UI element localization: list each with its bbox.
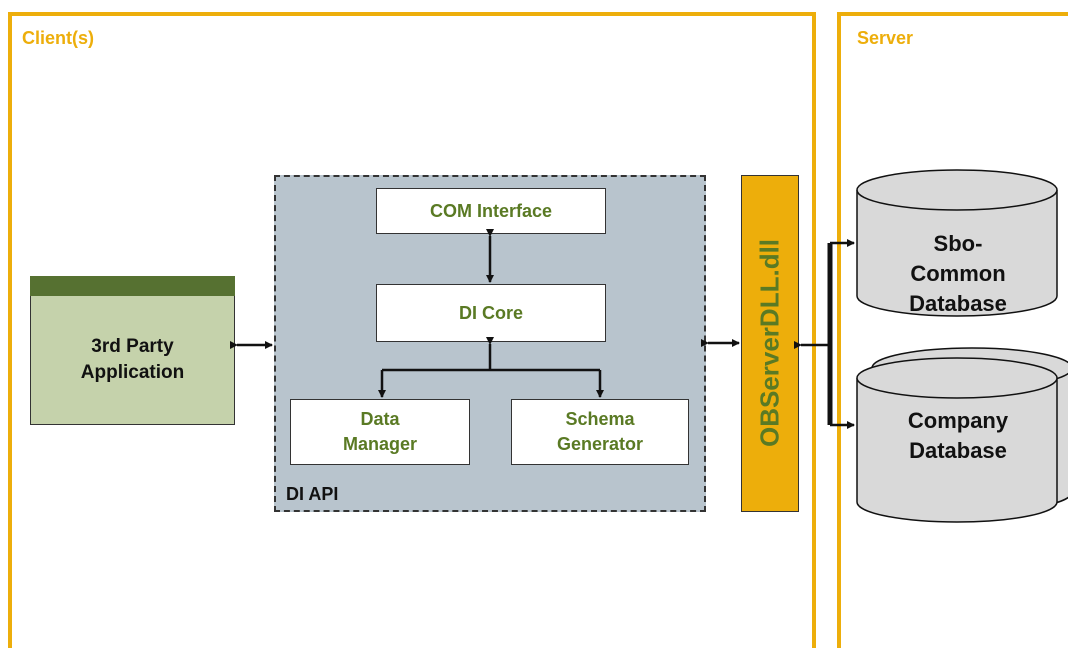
schema-generator-box: Schema Generator: [511, 399, 689, 465]
server-region-label: Server: [857, 28, 914, 48]
di-api-label: DI API: [286, 484, 339, 504]
data-manager-box: Data Manager: [290, 399, 470, 465]
company-database-label: Company Database: [907, 408, 1009, 463]
sbo-common-database-label: Sbo-Common Database: [909, 231, 1007, 316]
di-core-box: DI Core: [376, 284, 606, 342]
client-region-label: Client(s): [22, 28, 94, 48]
sbo-common-database-cylinder: [856, 169, 1058, 317]
third-party-app-box: 3rd Party Application: [30, 296, 235, 425]
company-database-cylinder: [856, 347, 1068, 523]
observer-db-connector: [794, 239, 855, 429]
third-party-app-header: [30, 276, 235, 296]
client-region: [8, 12, 816, 648]
observer-dll-bar: [741, 175, 799, 512]
com-interface-box: COM Interface: [376, 188, 606, 234]
core-children-connector: [378, 337, 604, 398]
server-region: [837, 12, 1068, 648]
